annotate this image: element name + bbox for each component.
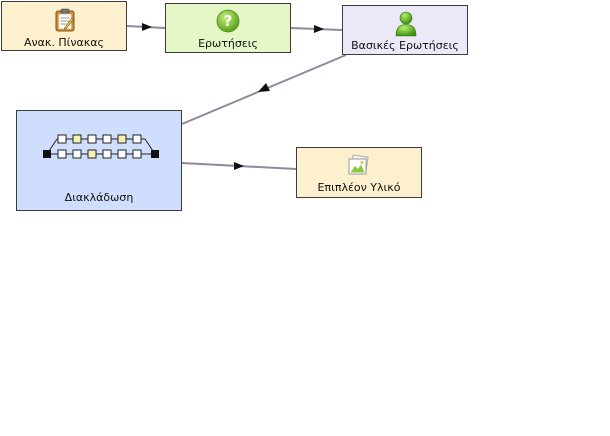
node-extra-material-label: Επιπλέον Υλικό [317, 181, 401, 194]
node-board-label: Ανακ. Πίνακας [24, 36, 104, 49]
image-resource-icon [348, 154, 369, 175]
node-board[interactable]: Ανακ. Πίνακας [1, 1, 127, 51]
node-questions[interactable]: ? Ερωτήσεις [165, 3, 291, 53]
node-branching-label: Διακλάδωση [64, 191, 134, 204]
edge-branching-extra [181, 162, 297, 170]
question-icon: ? [216, 9, 240, 33]
clipboard-icon [55, 8, 75, 32]
svg-text:?: ? [224, 12, 233, 30]
edge-basic-branching [181, 54, 347, 125]
user-icon [395, 11, 417, 37]
node-extra-material[interactable]: Επιπλέον Υλικό [296, 147, 422, 198]
edge-board-questions [126, 23, 166, 31]
node-questions-label: Ερωτήσεις [198, 37, 258, 50]
branching-icon [43, 134, 159, 159]
node-basic-questions-label: Βασικές Ερωτήσεις [351, 39, 459, 52]
edge-questions-basic [290, 25, 343, 33]
node-branching[interactable]: Διακλάδωση [16, 110, 182, 211]
node-basic-questions[interactable]: Βασικές Ερωτήσεις [342, 5, 468, 55]
